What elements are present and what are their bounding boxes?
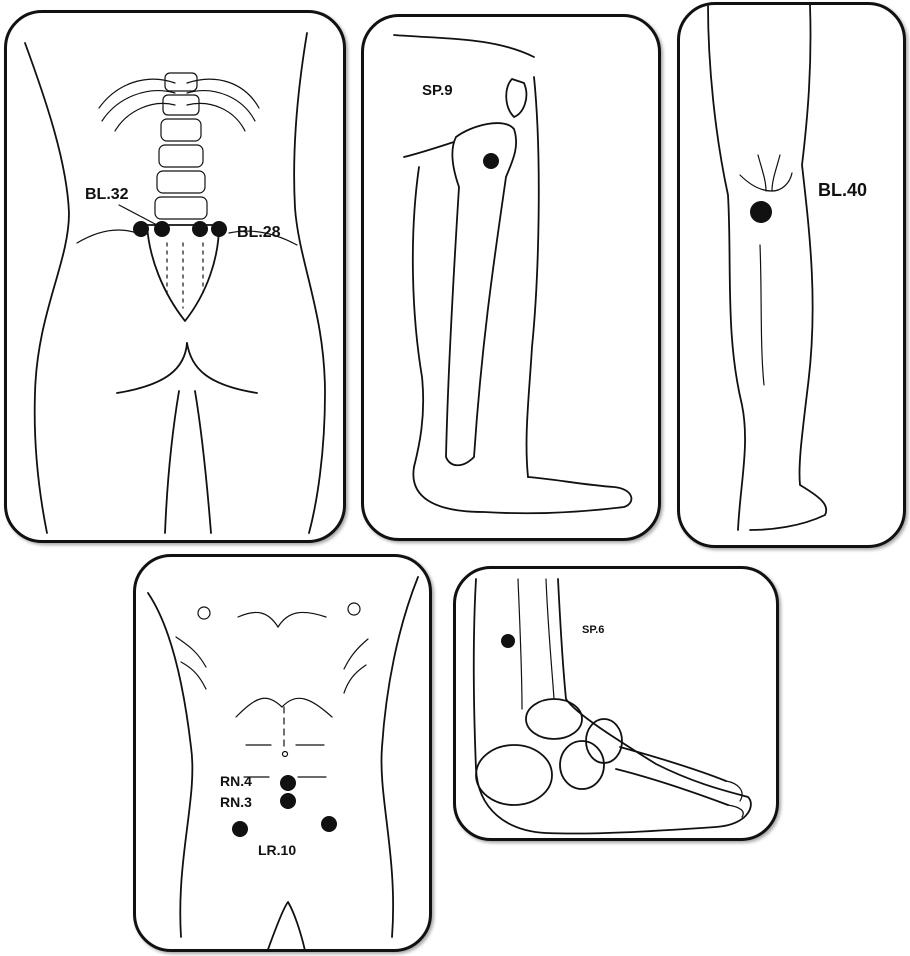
chest-line <box>238 612 326 627</box>
navicular-bone <box>586 719 622 763</box>
thigh-outline <box>394 35 534 57</box>
label-bl40: BL.40 <box>818 180 867 200</box>
abdominal-segments <box>244 745 326 777</box>
acupoint-bl32-left <box>133 221 149 237</box>
calcaneus-bone <box>476 745 552 805</box>
body-outline-right <box>294 33 325 533</box>
label-lr10: LR.10 <box>258 842 296 858</box>
calf-muscle-line <box>760 245 764 385</box>
knee-back-line <box>404 142 454 157</box>
toe-bones <box>726 781 743 817</box>
acupoint-rn4 <box>280 775 296 791</box>
panel-lower-back: BL.32 BL.28 <box>4 10 346 543</box>
calf-outline <box>413 167 423 467</box>
nipple-left <box>198 607 210 619</box>
acupoint-bl28-left <box>192 221 208 237</box>
popliteal-line <box>758 155 766 191</box>
spine-vertebrae <box>155 73 207 219</box>
metatarsal-1 <box>620 747 726 781</box>
gluteal-fold-left <box>117 343 187 393</box>
acupoint-bl32-right <box>154 221 170 237</box>
acupoint-bl28-right <box>211 221 227 237</box>
sacral-foramina <box>167 243 203 308</box>
cuboid-bone <box>560 741 604 789</box>
iliac-crest-left <box>77 230 137 243</box>
rib-line <box>187 91 255 121</box>
label-rn4: RN.4 <box>220 773 252 789</box>
thigh-inner-right <box>195 391 211 533</box>
fibula-line <box>546 579 554 699</box>
abdomen-illustration: RN.4 RN.3 LR.10 <box>136 557 432 952</box>
rib-line <box>102 91 175 121</box>
lower-back-illustration: BL.32 BL.28 <box>7 13 346 543</box>
label-sp9: SP.9 <box>422 82 453 99</box>
panel-lower-leg: SP.9 <box>361 14 661 541</box>
acupoint-sp6 <box>501 634 515 648</box>
popliteal-line <box>772 155 780 191</box>
panel-foot: SP.6 <box>453 566 779 841</box>
gluteal-fold-right <box>187 343 257 393</box>
tibia-line <box>518 579 522 709</box>
foot-outline <box>413 467 631 513</box>
foot-illustration: SP.6 <box>456 569 779 841</box>
nipple-right <box>348 603 360 615</box>
back-of-knee-illustration: BL.40 <box>680 5 906 548</box>
rib-line <box>115 103 175 131</box>
shin-outline <box>527 77 539 477</box>
rib-line <box>187 103 245 131</box>
leg-outline-right <box>750 5 826 530</box>
tibia-bone <box>446 123 516 465</box>
label-bl32: BL.32 <box>85 186 129 203</box>
acupoint-lr10-left <box>232 821 248 837</box>
foot-outline <box>474 579 751 834</box>
acupoint-rn3 <box>280 793 296 809</box>
lower-leg-illustration: SP.9 <box>364 17 661 541</box>
panel-abdomen: RN.4 RN.3 LR.10 <box>133 554 432 952</box>
acupoint-lr10-right <box>321 816 337 832</box>
leg-outline-left <box>708 5 745 530</box>
label-rn3: RN.3 <box>220 794 252 810</box>
acupoint-bl40 <box>750 201 772 223</box>
navel <box>283 752 288 757</box>
label-sp6: SP.6 <box>582 624 604 636</box>
rib-lines <box>176 637 368 693</box>
acupoint-sp9 <box>483 153 499 169</box>
panel-back-of-knee: BL.40 <box>677 2 906 548</box>
label-bl28: BL.28 <box>237 224 281 241</box>
thigh-inner-left <box>165 391 179 533</box>
torso-outline-right <box>381 577 418 937</box>
talus-bone <box>526 699 582 739</box>
patella <box>506 79 526 117</box>
groin-line <box>266 902 306 952</box>
body-outline-left <box>25 43 69 533</box>
